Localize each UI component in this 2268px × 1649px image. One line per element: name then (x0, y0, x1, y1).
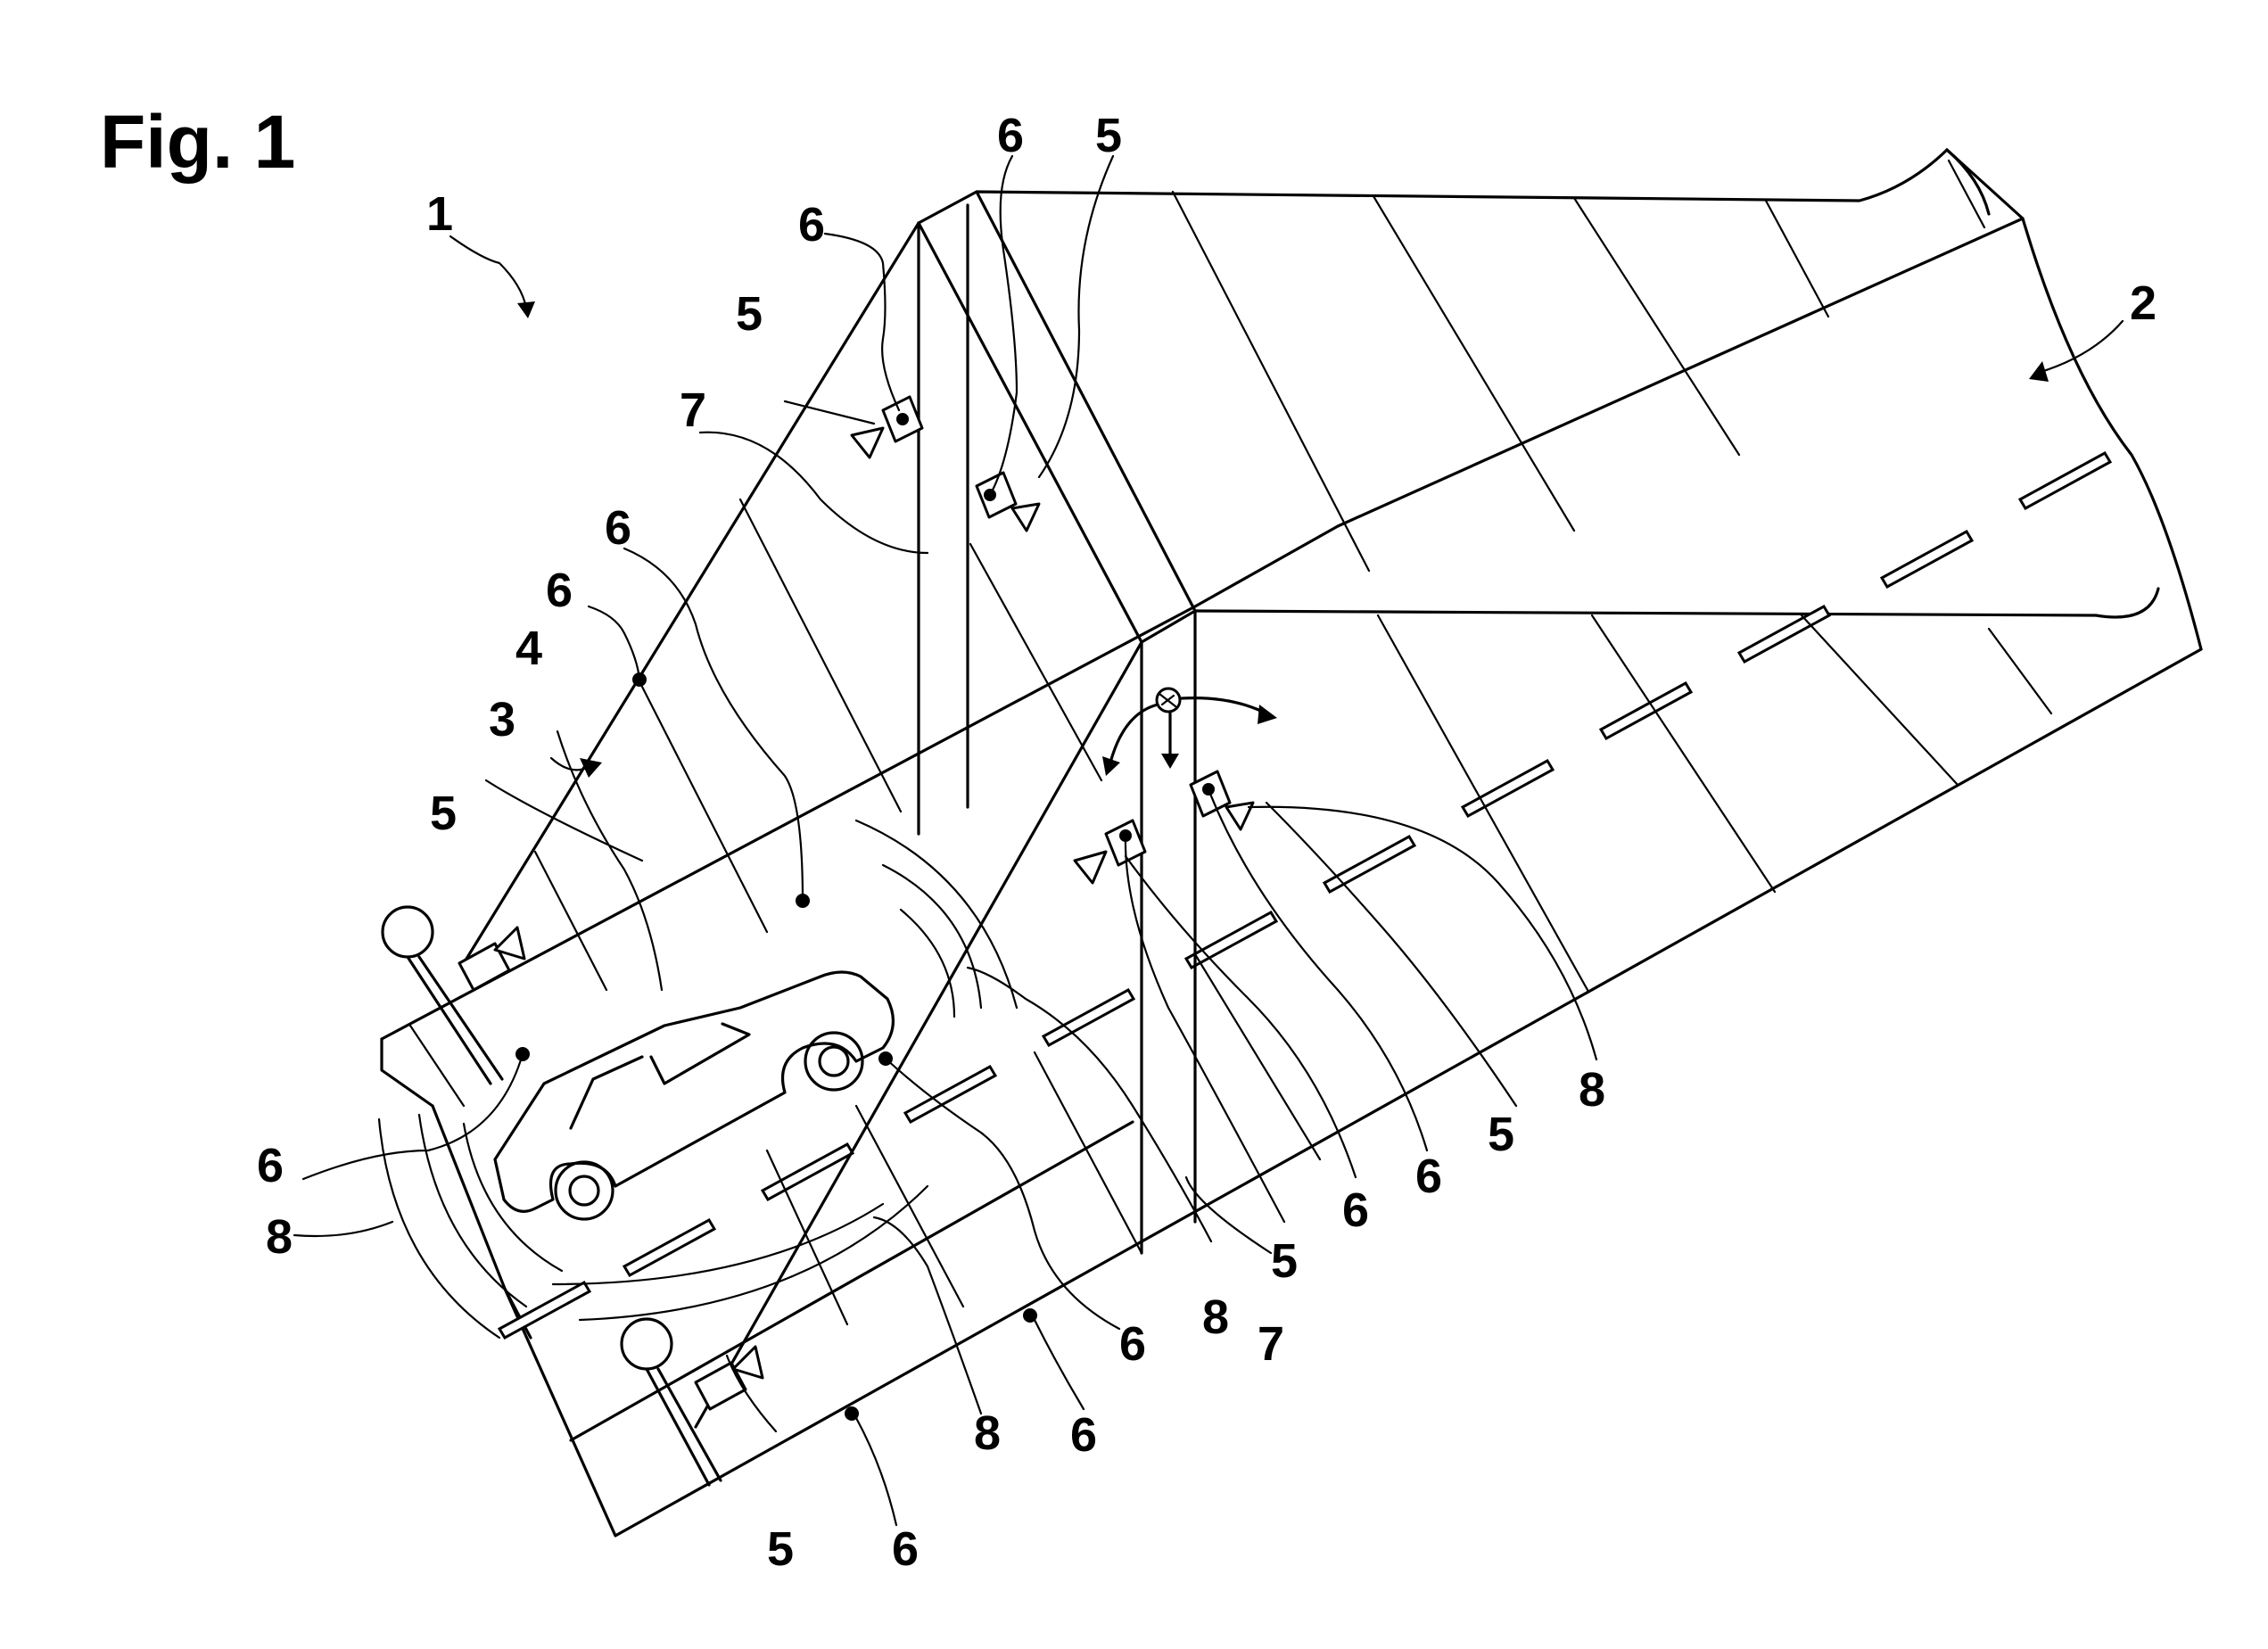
road (380, 148, 2203, 1538)
ref-5-r2: 5 (1488, 1108, 1514, 1161)
ref-5-r1: 5 (1271, 1234, 1298, 1288)
lane-dashes (497, 450, 2113, 1340)
ref-6-r1: 6 (1342, 1183, 1369, 1237)
sensor-range-arcs (377, 819, 1019, 1340)
ref-7-top: 7 (680, 383, 706, 437)
gantry-structure (408, 159, 2053, 1326)
ref-5-bottom: 5 (767, 1522, 794, 1576)
ref-6-top: 6 (997, 109, 1024, 162)
camera-right-left (1073, 819, 1147, 885)
ref-3: 3 (489, 693, 515, 746)
ref-6-mu: 6 (605, 501, 631, 555)
pole-left-upper (381, 905, 504, 1085)
ref-5-tl: 5 (736, 287, 763, 341)
ref-8-b1: 8 (974, 1406, 1001, 1460)
marker-dots (515, 413, 1215, 1421)
ref-2: 2 (2130, 276, 2157, 330)
ref-6-b3: 6 (892, 1522, 919, 1576)
ref-8-b2: 8 (1202, 1290, 1229, 1344)
ref-6-b2: 6 (1070, 1408, 1097, 1462)
leader-lines (293, 154, 2124, 1527)
vehicle (493, 970, 895, 1221)
figure-title: Fig. 1 (100, 100, 295, 184)
camera-top-left (850, 395, 924, 459)
reference-labels: 1 2 3 4 5 5 5 5 5 5 6 6 6 6 6 6 6 6 6 6 … (257, 109, 2157, 1576)
pole-left-lower (620, 1317, 722, 1487)
camera-left-lower (694, 1345, 764, 1411)
camera-left-upper (458, 926, 526, 992)
ref-5-left: 5 (430, 787, 457, 840)
ref-6-tl: 6 (798, 198, 825, 251)
ref-8-r: 8 (1579, 1063, 1605, 1117)
monitored-area-lines (462, 221, 1143, 1429)
ref-5-top: 5 (1095, 109, 1122, 162)
sensor-hub (1102, 687, 1277, 776)
ref-7-bottom: 7 (1258, 1317, 1284, 1371)
ref-6-left: 6 (257, 1139, 284, 1192)
camera-top-right (975, 471, 1041, 532)
ref-6-ml: 6 (546, 564, 573, 617)
ref-6-r2: 6 (1415, 1150, 1442, 1203)
ref-4: 4 (515, 622, 542, 675)
ref-6-b1: 6 (1119, 1317, 1146, 1371)
ref-8-left: 8 (266, 1210, 293, 1264)
ref-1: 1 (426, 187, 453, 241)
